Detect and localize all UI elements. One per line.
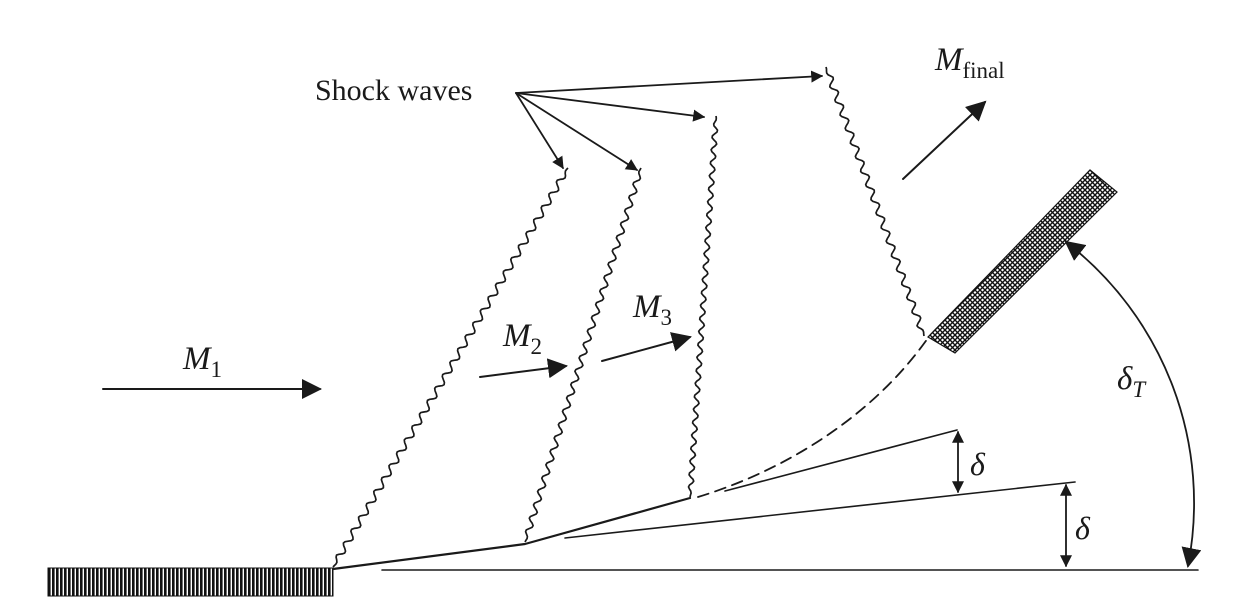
delta-label-lower: δ: [1075, 510, 1091, 546]
delta-t-label: δT: [1117, 361, 1147, 402]
delta-label-upper: δ: [970, 446, 986, 482]
downstream-ramp: [927, 169, 1118, 354]
leader-arrow-shock-4: [515, 70, 824, 94]
shock-wave-group: [332, 66, 925, 568]
m3-label: M3: [632, 289, 672, 330]
flow-arrow-m3: [601, 332, 692, 362]
m-final-label: Mfinal: [934, 42, 1005, 83]
shock-wave-2: [524, 167, 642, 543]
wall-surface: [331, 496, 692, 571]
deflection-line-upper: [724, 429, 958, 492]
m2-label: M2: [502, 318, 542, 359]
flow-arrow-m-final: [902, 100, 987, 180]
upstream-wall: [47, 567, 334, 597]
m1-label: M1: [182, 341, 222, 382]
shock-wave-1: [332, 167, 569, 568]
shock-waves-label: Shock waves: [315, 74, 472, 107]
deflection-line-lower: [564, 481, 1076, 539]
delta-t-arc: [1064, 240, 1202, 568]
shock-wave-3: [687, 115, 719, 498]
flow-arrow-m2: [479, 358, 568, 379]
leader-arrow-shock-2: [515, 92, 639, 171]
leader-arrow-shock-3: [515, 92, 706, 122]
shock-wave-4: [825, 66, 925, 337]
wall-surface-curve-dashed: [697, 337, 929, 498]
leader-arrow-shock-1: [515, 92, 564, 170]
